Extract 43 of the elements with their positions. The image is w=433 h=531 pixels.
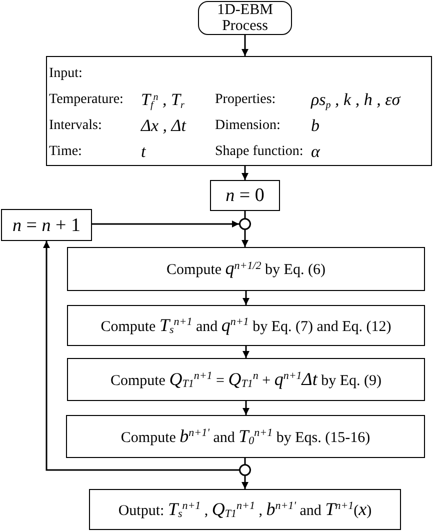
title-text: 1D-EBM Process [216,2,274,34]
field-label: Shape function: [215,144,304,160]
arrow [242,346,250,358]
arrow [43,241,239,471]
arrow [242,476,248,489]
section-heading: Input: [49,66,82,82]
arrow [242,401,250,415]
arrow [242,166,248,180]
junction-circle [239,464,251,476]
junction-circle [239,218,251,230]
field-label: Properties: [215,92,276,108]
arrow [92,220,239,228]
field-label: Intervals: [49,118,102,134]
step-text: Compute Q$_{T1}$$^{n+1}$ = Q$_{T1}$$^{n}$ + q$^{n+1}$Δt by Eq. (9) [110,368,382,390]
field-value: α [311,142,320,162]
field-value: b [311,116,320,136]
input-panel [46,56,432,166]
start-terminal [198,1,292,35]
init-box [210,180,280,211]
field-value: Δx , Δt [141,116,186,136]
increment-box [1,209,92,241]
arrow [242,230,248,247]
output-box [89,489,401,530]
connector-line [244,458,246,464]
process-box [67,247,425,291]
arrow [242,291,250,305]
field-value: t [141,142,146,162]
field-value: T$_{f}$$^{n}$ , T$_{r}$ [141,90,184,110]
arrow [242,35,248,56]
step-text: Compute T$_{s}$$^{n+1}$ and q$^{n+1}$ by Eq. (7) and Eq. (12) [100,314,392,336]
field-label: Dimension: [215,118,280,134]
process-box [67,358,425,401]
field-label: Temperature: [49,92,124,108]
field-label: Time: [49,144,82,160]
equation-text: n = 0 [226,184,264,207]
field-value: ρs$_{p}$ , k , h , εσ [311,90,400,110]
result-text: Output: T$_{s}$$^{n+1}$ , Q$_{T1}$$^{n+1}$ , b$^{n+1'}$ and T$^{n+1}$(x) [118,498,372,520]
process-box [66,415,425,458]
connector-line [244,211,246,218]
equation-text: n = n + 1 [12,214,80,236]
step-text: Compute b$^{n+1'}$ and T$_{0}$$^{n+1}$ by Eqs. (15-16) [120,426,370,448]
process-box [67,305,425,346]
step-text: Compute q$^{n+1/2}$ by Eq. (6) [166,258,326,280]
